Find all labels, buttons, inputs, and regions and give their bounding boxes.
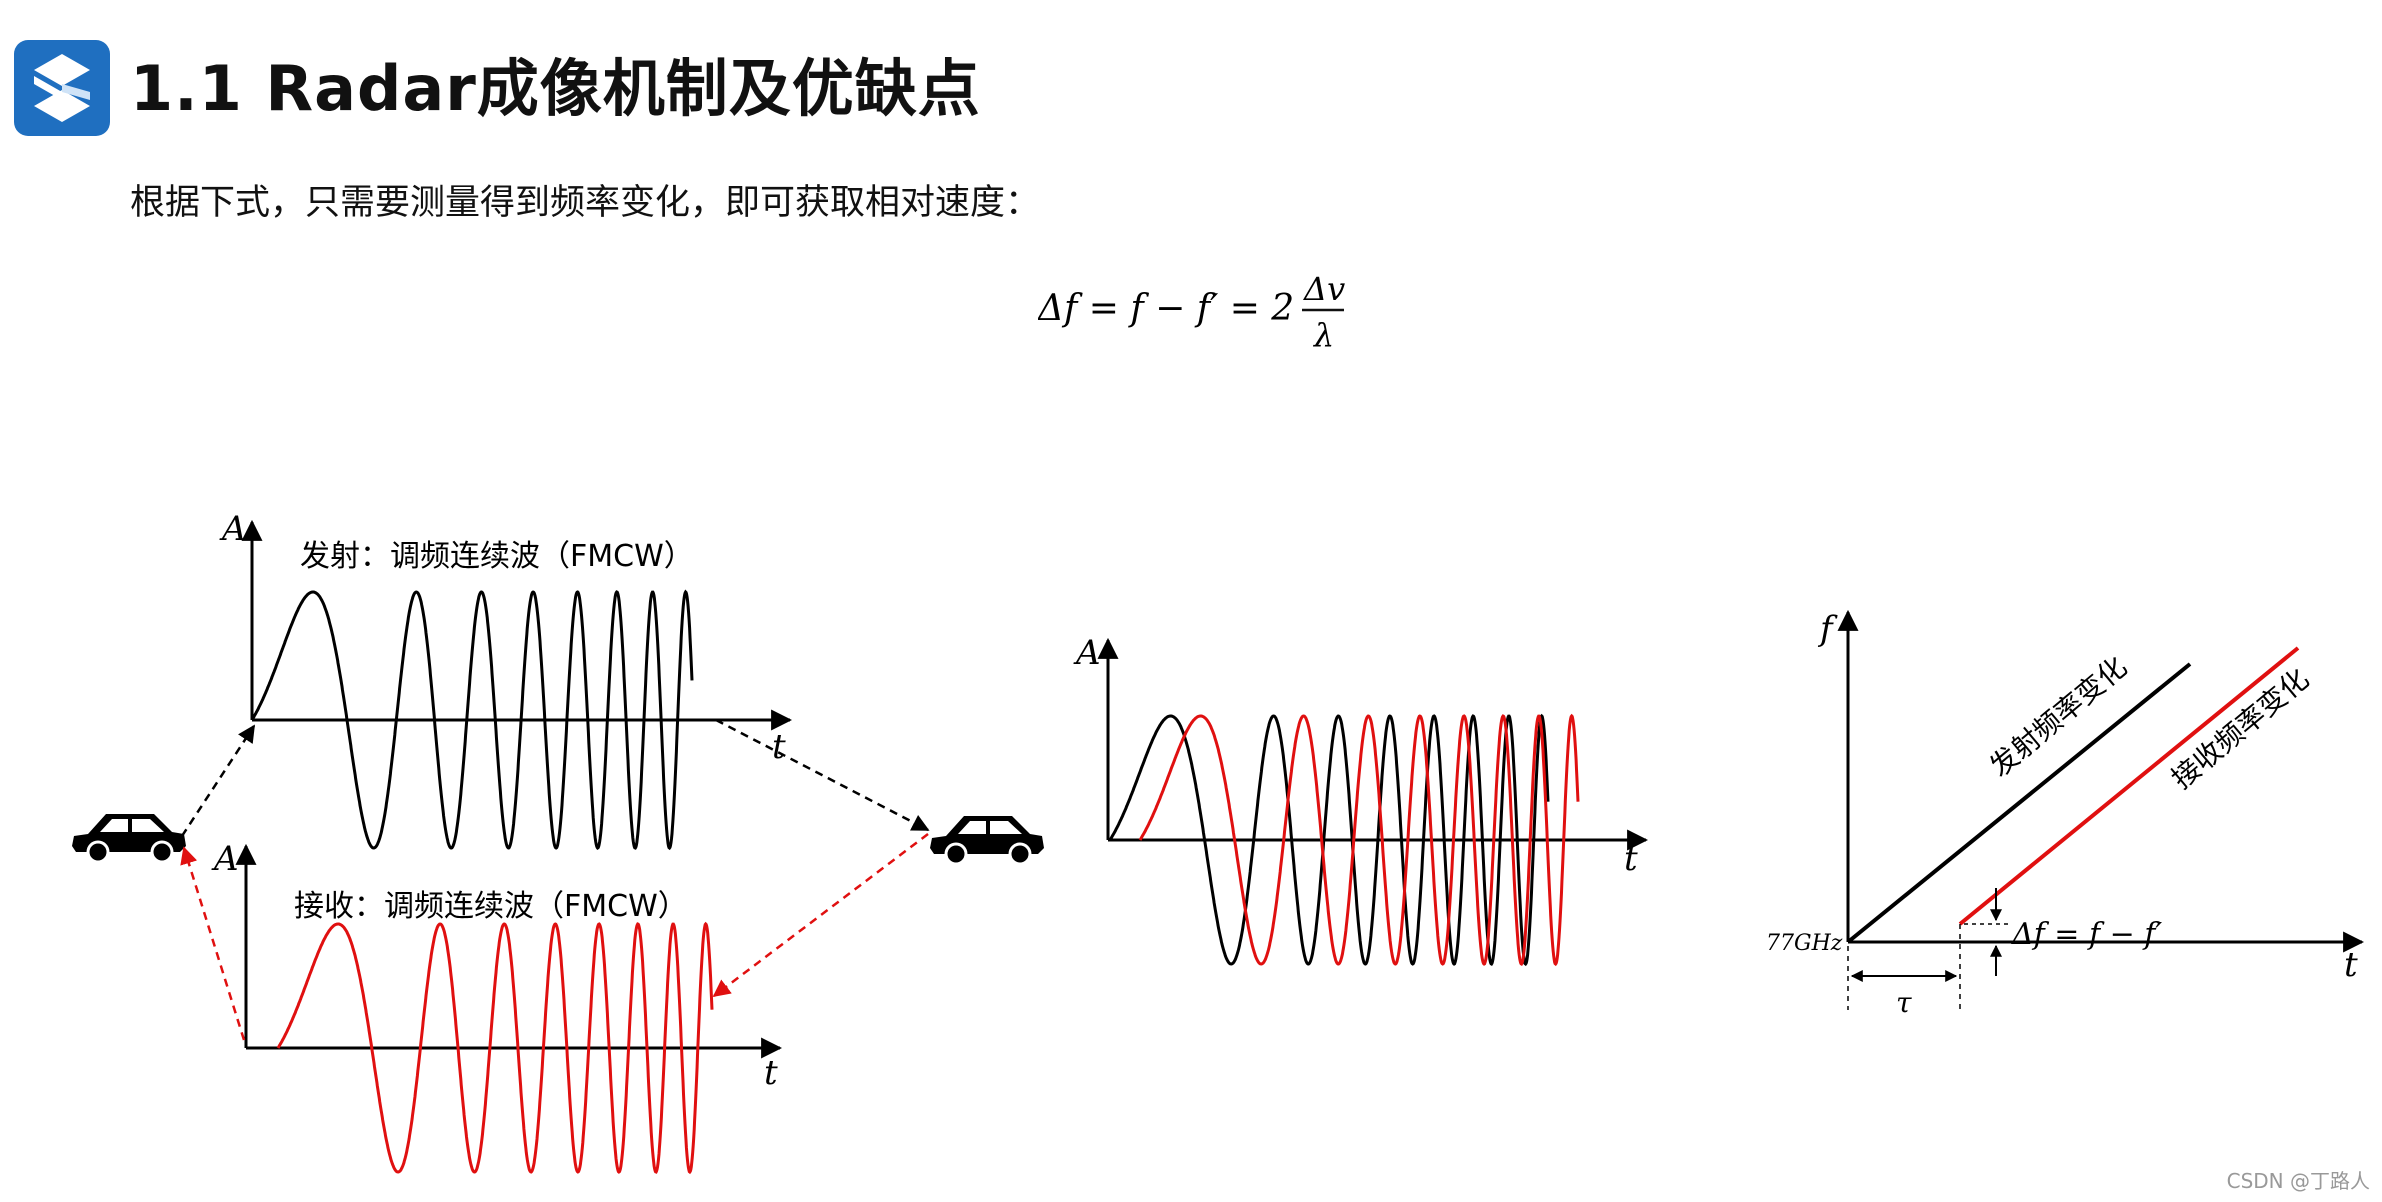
logo-s-icon [34,54,90,122]
page-title: 1.1 Radar成像机制及优缺点 [130,52,981,125]
tx-x-axis-label: t [772,727,786,767]
rx-ramp-label: 接收频率变化 [2165,662,2315,795]
overlay-tx-wave [1108,713,1550,967]
car-right-icon [930,816,1044,866]
tx-ramp-label: 发射频率变化 [1983,650,2133,783]
overlay-y-axis-label: A [1073,633,1101,673]
overlay-panel: A t [1073,633,1649,967]
delay-label: τ [1896,986,1912,1019]
delta-f-label: Δf = f − f′ [2011,917,2162,952]
formula-denominator: λ [1312,316,1334,354]
rx-frequency-ramp [1958,646,2300,926]
doppler-formula: Δf = f − f′ = 2 Δv λ [1038,270,1345,354]
overlay-x-axis-label: t [1624,839,1638,879]
start-frequency-label: 77GHz [1766,931,1843,956]
rx-path-arrow-1 [712,833,929,998]
rx-path-arrow-2 [180,846,246,1041]
overlay-rx-wave [1138,713,1580,967]
tx-path-arrow-1 [180,724,256,837]
formula-lhs: Δf = f − f′ = 2 [1038,288,1294,329]
formula-numerator: Δv [1302,270,1345,308]
ramp-panel: f t 77GHz 发射频率变化 接收频率变化 τ Δf = f − f′ [1766,609,2365,1019]
rx-x-axis-label: t [764,1053,778,1093]
rx-chirp-wave [276,921,714,1175]
intro-text: 根据下式，只需要测量得到频率变化，即可获取相对速度： [130,183,1041,223]
tx-label: 发射：调频连续波（FMCW） [300,539,694,574]
tx-frequency-ramp [1846,662,2192,944]
watermark: CSDN @丁路人 [2226,1169,2370,1193]
car-left-icon [72,814,186,864]
rx-label: 接收：调频连续波（FMCW） [294,889,688,924]
ramp-y-axis-label: f [1817,609,1838,649]
rx-y-axis-label: A [211,839,239,879]
tx-path-arrow-2 [715,718,930,832]
brand-logo [14,40,110,136]
tx-chirp-wave [250,589,694,851]
ramp-x-axis-label: t [2344,945,2358,985]
tx-panel: A t 发射：调频连续波（FMCW） [219,509,793,851]
tx-y-axis-label: A [219,509,247,549]
rx-panel: A t 接收：调频连续波（FMCW） [211,839,783,1175]
